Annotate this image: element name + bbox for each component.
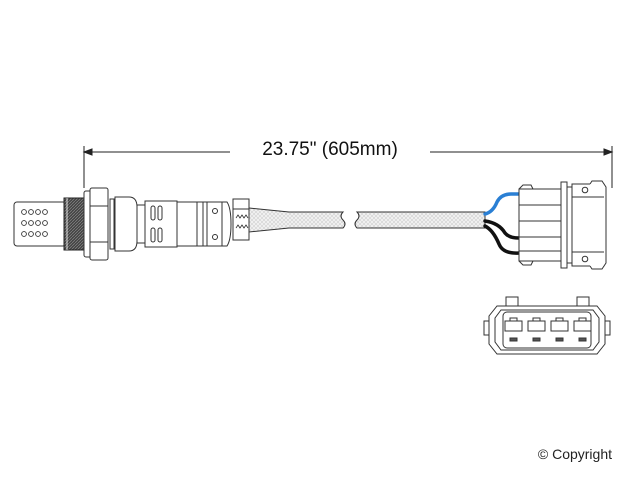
- sensor-body: [109, 196, 232, 252]
- pins: [504, 317, 592, 342]
- hex-nut: [83, 187, 109, 261]
- wires: [483, 192, 521, 255]
- connector-side-view: [518, 180, 607, 270]
- cable-left: [248, 207, 346, 233]
- dimension-label: 23.75" (605mm): [230, 139, 430, 161]
- cable-right: [354, 211, 486, 229]
- connector-end-view: [483, 296, 611, 355]
- wire-blue: [483, 192, 521, 216]
- sensor-tip: [13, 201, 67, 247]
- cable-grommet: [232, 198, 250, 241]
- sensor-thread: [63, 197, 85, 251]
- wire-black-2: [483, 224, 521, 255]
- copyright-notice: © Copyright: [537, 446, 612, 462]
- wire-black-1: [483, 219, 521, 240]
